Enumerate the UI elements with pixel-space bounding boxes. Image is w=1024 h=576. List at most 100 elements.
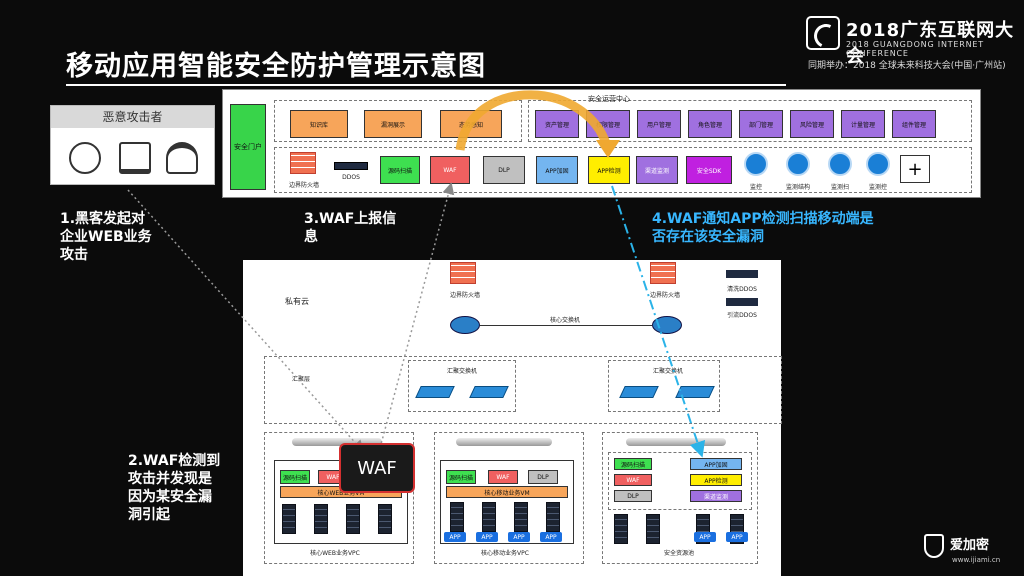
mgmt-module: 资产管理 bbox=[535, 110, 579, 138]
mgmt-modules-group bbox=[528, 100, 972, 142]
pool-module: 源码扫描 bbox=[614, 458, 652, 470]
firewall-label: 边界防火墙 bbox=[288, 182, 319, 189]
arrow-detect bbox=[611, 185, 706, 458]
step-4-line: 4.WAF通知APP检测扫描移动端是 bbox=[652, 211, 874, 227]
step-1-line: 企业WEB业务 bbox=[60, 229, 152, 245]
step-1-line: 攻击 bbox=[60, 247, 88, 263]
monitor-shield-icon bbox=[744, 152, 768, 176]
step-2-line: 因为某安全漏 bbox=[128, 489, 212, 505]
module-app-detect: APP检测 bbox=[588, 156, 630, 184]
server-icon bbox=[614, 514, 628, 544]
brand-url: www.ijiami.cn bbox=[952, 556, 1001, 564]
step-3-line: 3.WAF上报信 bbox=[304, 211, 397, 227]
monitor-label: 监测扫 bbox=[830, 184, 849, 191]
router-right-icon bbox=[652, 316, 682, 334]
app-chip: APP bbox=[694, 532, 716, 542]
pool-module: WAF bbox=[614, 474, 652, 486]
agg-layer-label: 汇聚层 bbox=[291, 376, 310, 383]
vpc-mobile bbox=[434, 432, 584, 564]
cat-face-icon bbox=[69, 142, 101, 174]
step-2-line: 2.WAF检测到 bbox=[128, 453, 221, 469]
app-chip: APP bbox=[476, 532, 498, 542]
conference-cohost: 同期举办：2018 全球未来科技大会(中国·广州站) bbox=[808, 61, 1006, 71]
monitor-label: 监测控 bbox=[868, 184, 887, 191]
firewall-right-icon bbox=[650, 262, 676, 284]
mgmt-module: 部门管理 bbox=[739, 110, 783, 138]
conference-title: 2018广东互联网大会 bbox=[846, 20, 1015, 67]
firewall-left-label: 边界防火墙 bbox=[449, 292, 480, 299]
monitor-icon bbox=[119, 142, 151, 174]
top-modules-group bbox=[274, 100, 522, 142]
brand-name: 爱加密 bbox=[950, 538, 990, 553]
agg-right-group bbox=[608, 360, 720, 412]
step-1-line: 1.黑客发起对 bbox=[60, 211, 146, 227]
mgmt-module: 计量管理 bbox=[841, 110, 885, 138]
mgmt-module: 用户管理 bbox=[637, 110, 681, 138]
step-3: 3.WAF上报信 息 bbox=[304, 210, 396, 246]
ijiami-logo-icon bbox=[924, 534, 944, 558]
vpc-mobile-inner bbox=[440, 460, 574, 544]
vpc-web bbox=[264, 432, 414, 564]
agg-left-label: 汇聚交换机 bbox=[446, 368, 477, 375]
server-icon bbox=[546, 502, 560, 532]
conference-subtitle: 2018 GUANGDONG INTERNET CONFERENCE bbox=[846, 40, 984, 58]
module-dlp: DLP bbox=[483, 156, 525, 184]
pool-module: APP检测 bbox=[690, 474, 742, 486]
server-icon bbox=[346, 504, 360, 534]
mgmt-module: 角色管理 bbox=[688, 110, 732, 138]
server-icon bbox=[378, 504, 392, 534]
app-chip: APP bbox=[726, 532, 748, 542]
step-1: 1.黑客发起对 企业WEB业务 攻击 bbox=[60, 210, 152, 264]
ddos-clean-label: 清洗DDOS bbox=[727, 286, 757, 293]
mgmt-module: 组件管理 bbox=[892, 110, 936, 138]
arrow-attack bbox=[127, 189, 365, 453]
security-modules-group bbox=[274, 147, 972, 193]
app-chip: APP bbox=[540, 532, 562, 542]
pool-module: 渠道监测 bbox=[690, 490, 742, 502]
vpc-mobile-vm: 核心移动业务VM bbox=[446, 486, 568, 498]
monitor-label: 监控 bbox=[749, 184, 762, 191]
pool-module: DLP bbox=[614, 490, 652, 502]
monitor-label: 监测结构 bbox=[785, 184, 810, 191]
pipe-icon bbox=[626, 438, 726, 446]
ddos-label: DDOS bbox=[342, 174, 360, 181]
vpc-web-module: 源码扫描 bbox=[280, 470, 310, 484]
server-icon bbox=[314, 504, 328, 534]
monitor-structure-icon bbox=[786, 152, 810, 176]
module-vuln: 漏洞展示 bbox=[364, 110, 422, 138]
page-title: 移动应用智能安全防护管理示意图 bbox=[66, 51, 486, 82]
vpc-web-label: 核心WEB业务VPC bbox=[310, 550, 360, 557]
module-waf: WAF bbox=[430, 156, 470, 184]
attacker-label: 恶意攻击者 bbox=[51, 106, 214, 128]
conference-logo-icon bbox=[806, 16, 840, 50]
core-switch-label: 核心交换机 bbox=[549, 317, 580, 324]
ddos-clean-device-icon bbox=[726, 270, 758, 278]
arrow-notify-head bbox=[596, 140, 620, 158]
server-icon bbox=[450, 502, 464, 532]
step-2: 2.WAF检测到 攻击并发现是 因为某安全漏 洞引起 bbox=[128, 452, 220, 524]
pipe-icon bbox=[456, 438, 552, 446]
arrow-report bbox=[379, 182, 455, 449]
step-4: 4.WAF通知APP检测扫描移动端是 否存在该安全漏洞 bbox=[652, 210, 874, 246]
title-underline bbox=[66, 84, 786, 86]
server-icon bbox=[482, 502, 496, 532]
module-channel-monitor: 渠道监测 bbox=[636, 156, 678, 184]
security-portal: 安全门户 bbox=[230, 104, 266, 190]
vpc-mobile-module: DLP bbox=[528, 470, 558, 484]
core-link bbox=[480, 325, 652, 326]
step-4-line: 否存在该安全漏洞 bbox=[652, 229, 764, 245]
security-pool bbox=[602, 432, 758, 564]
module-security-sdk: 安全SDK bbox=[686, 156, 732, 184]
step-3-line: 息 bbox=[304, 229, 318, 245]
agg-left-group bbox=[408, 360, 516, 412]
server-icon bbox=[646, 514, 660, 544]
firewall-icon bbox=[290, 152, 316, 174]
module-source-scan: 源码扫描 bbox=[380, 156, 420, 184]
app-chip: APP bbox=[444, 532, 466, 542]
waf-popup: WAF bbox=[339, 443, 415, 493]
aggregation-layer bbox=[264, 356, 782, 424]
monitor-control-icon bbox=[866, 152, 890, 176]
step-2-line: 洞引起 bbox=[128, 507, 170, 523]
security-pool-inner bbox=[608, 452, 752, 510]
